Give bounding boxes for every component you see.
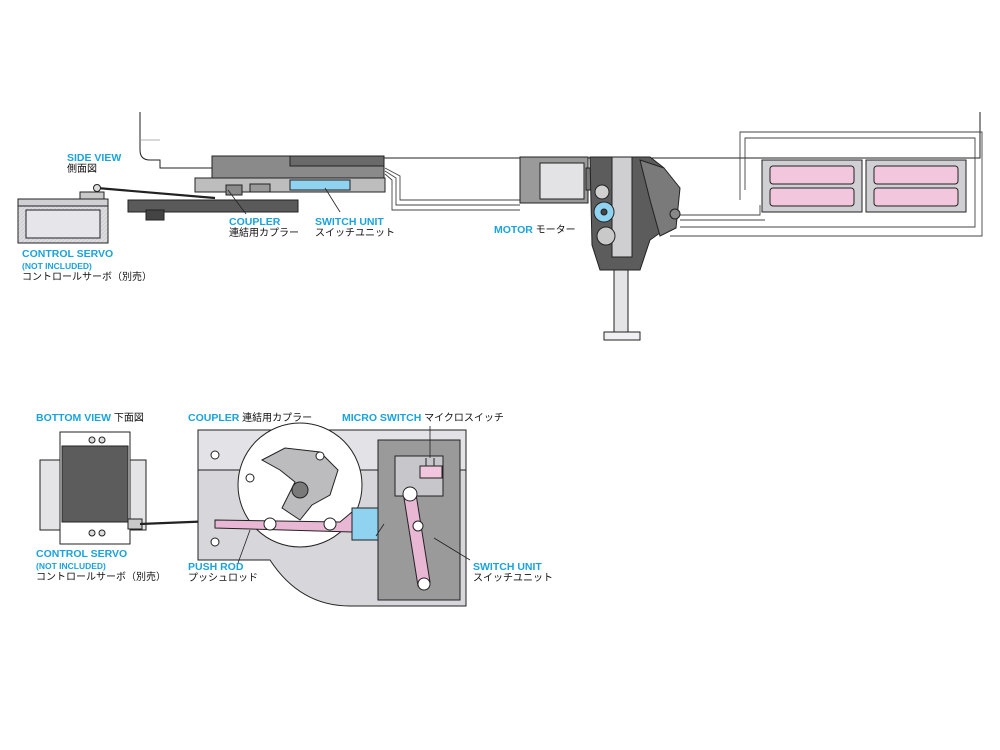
bottom-control-servo-note: (NOT INCLUDED) (36, 561, 106, 571)
bottom-push-rod-jp: プッシュロッド (188, 573, 258, 584)
wire-harness (384, 131, 983, 237)
gear-3 (594, 184, 610, 200)
landing-gear-leg (613, 269, 629, 333)
side-motor-jp: モーター (535, 225, 576, 236)
leader-lines (227, 187, 471, 564)
bottom-view (39, 422, 467, 607)
side-switch-unit-en: SWITCH UNIT (315, 216, 384, 228)
side-view-title-jp: 側面図 (67, 164, 97, 175)
side-view (17, 112, 983, 341)
bottom-view-title-jp: 下面図 (113, 413, 144, 424)
side-switch-unit-jp: スイッチユニット (315, 228, 395, 239)
side-coupler-jp: 連結用カプラー (229, 228, 299, 239)
bottom-coupler-label: COUPLER 連結用カプラー (188, 412, 312, 425)
bottom-micro-switch-label: MICRO SWITCH マイクロスイッチ (342, 412, 504, 425)
side-motor-en: MOTOR (494, 224, 533, 236)
side-control-servo-label: CONTROL SERVO (NOT INCLUDED) コントロールサーボ（別… (22, 248, 152, 284)
side-control-servo-note: (NOT INCLUDED) (22, 261, 92, 271)
bottom-control-servo-label: CONTROL SERVO (NOT INCLUDED) コントロールサーボ（別… (36, 548, 166, 584)
bottom-switch-unit-label: SWITCH UNIT スイッチユニット (473, 561, 553, 585)
side-switch-unit-label: SWITCH UNIT スイッチユニット (315, 216, 395, 240)
gear-2 (596, 226, 616, 246)
bottom-switch-unit-jp: スイッチユニット (473, 573, 553, 584)
bottom-coupler-jp: 連結用カプラー (242, 413, 313, 424)
bolt (669, 208, 681, 220)
side-motor-label: MOTOR モーター (494, 224, 576, 237)
bottom-control-servo-en: CONTROL SERVO (36, 548, 128, 560)
side-coupler-en: COUPLER (229, 216, 281, 228)
bottom-micro-switch-en: MICRO SWITCH (342, 412, 422, 424)
bottom-view-title-en: BOTTOM VIEW (36, 412, 112, 424)
landing-gear-foot (603, 331, 641, 341)
bottom-switch-unit-en: SWITCH UNIT (473, 561, 542, 573)
bottom-push-rod-label: PUSH ROD プッシュロッド (188, 561, 258, 585)
side-view-title: SIDE VIEW 側面図 (67, 152, 121, 176)
push-rod-side (96, 186, 216, 200)
coupler-base-plate (127, 199, 299, 213)
side-coupler-label: COUPLER 連結用カプラー (229, 216, 299, 240)
side-view-title-en: SIDE VIEW (67, 152, 122, 164)
micro-switch (419, 465, 443, 479)
bottom-control-servo-jp: コントロールサーボ（別売） (36, 572, 166, 583)
bottom-micro-switch-jp: マイクロスイッチ (424, 413, 504, 424)
bottom-view-title: BOTTOM VIEW 下面図 (36, 412, 144, 425)
bottom-coupler-en: COUPLER (188, 412, 240, 424)
bottom-push-rod-en: PUSH ROD (188, 561, 244, 573)
side-control-servo-en: CONTROL SERVO (22, 248, 114, 260)
side-control-servo-jp: コントロールサーボ（別売） (22, 272, 152, 283)
